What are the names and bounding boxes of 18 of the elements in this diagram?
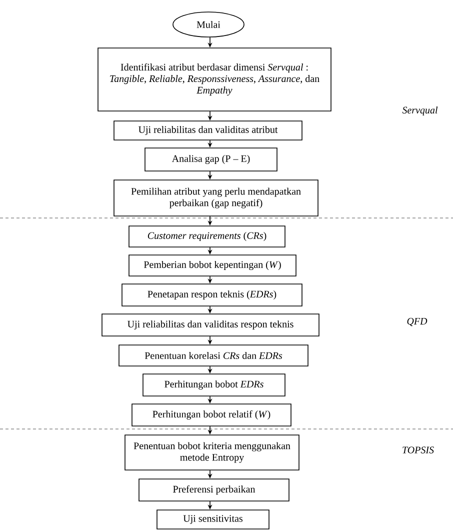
process-box: Identifikasi atribut berdasar dimensi Servqual : Tangible, Reliable, Responssiveness, Assurance, dan Empathy bbox=[98, 48, 332, 112]
process-box: Perhitungan bobot EDRs bbox=[142, 374, 286, 396]
process-box: Preferensi perbaikan bbox=[138, 478, 290, 502]
process-box: Penentuan korelasi CRs dan EDRs bbox=[118, 344, 308, 366]
process-box: Pemberian bobot kepentingan (W) bbox=[128, 254, 296, 276]
section-label: TOPSIS bbox=[402, 446, 434, 454]
start-oval: Mulai bbox=[172, 12, 244, 38]
process-box: Pemilihan atribut yang perlu mendapatkan perbaikan (gap negatif) bbox=[114, 180, 318, 216]
process-box: Penetapan respon teknis (EDRs) bbox=[122, 284, 302, 306]
process-box: Uji reliabilitas dan validitas respon teknis bbox=[102, 314, 320, 336]
process-box: Perhitungan bobot relatif (W) bbox=[132, 404, 292, 426]
process-box: Customer requirements (CRs) bbox=[128, 226, 286, 248]
section-label: Servqual bbox=[402, 106, 438, 116]
section-label: QFD bbox=[407, 318, 428, 326]
process-box: Penentuan bobot kriteria menggunakan metode Entropy bbox=[124, 434, 300, 470]
process-box: Analisa gap (P – E) bbox=[144, 148, 278, 172]
process-box: Uji reliabilitas dan validitas atribut bbox=[114, 120, 302, 140]
process-box: Uji sensitivitas bbox=[156, 510, 270, 530]
